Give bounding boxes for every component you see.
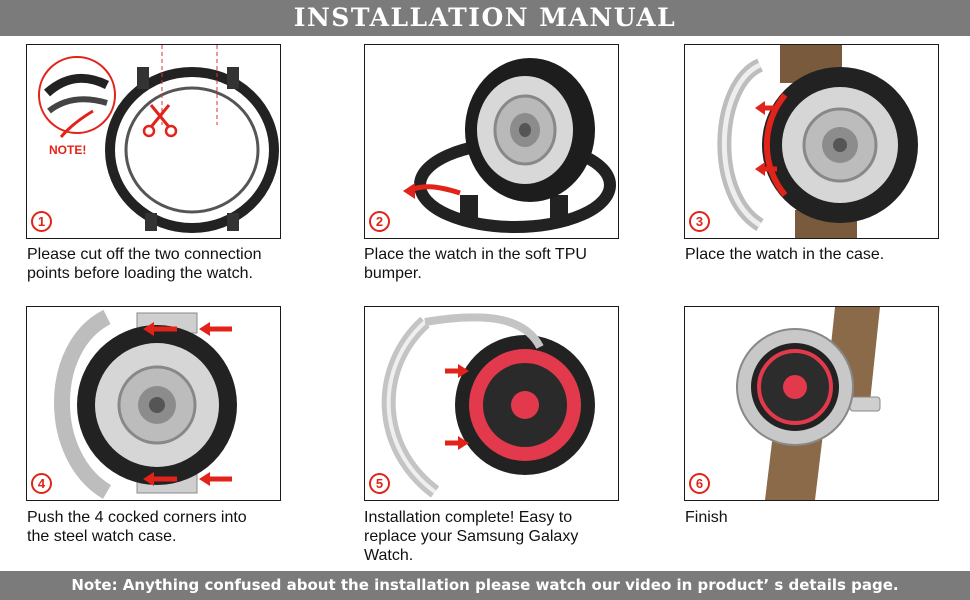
push-corners-illustration: [54, 309, 237, 499]
note-callout: NOTE!: [49, 143, 87, 157]
caption-line: points before loading the watch.: [27, 265, 253, 282]
caption-line: the steel watch case.: [27, 528, 177, 545]
watch-into-case-illustration: [717, 45, 918, 238]
step-2-image: 2: [364, 44, 619, 239]
arrow-icon: [755, 101, 777, 115]
step-1-caption: Please cut off the two connection points…: [27, 245, 302, 283]
step-number-badge: 4: [31, 473, 52, 494]
step-5-image: 5: [364, 306, 619, 501]
step-3-caption: Place the watch in the case.: [685, 245, 960, 264]
caption-line: Watch.: [364, 547, 414, 564]
step-number-badge: 3: [689, 211, 710, 232]
caption-line: Finish: [685, 509, 728, 526]
step-6-caption: Finish: [685, 508, 960, 527]
step-1-image: NOTE! 1: [26, 44, 281, 239]
caption-line: replace your Samsung Galaxy: [364, 528, 579, 545]
header-banner: [0, 0, 970, 36]
arrow-icon: [755, 162, 777, 176]
arrow-icon: [143, 472, 177, 486]
installation-complete-illustration: [381, 313, 595, 498]
watch-icon: [465, 58, 595, 202]
caption-line: Place the watch in the case.: [685, 246, 885, 263]
bumper-cut-illustration: [38, 45, 279, 233]
watch-icon: [455, 335, 595, 475]
watch-icon: [736, 328, 854, 446]
arrow-icon: [199, 322, 232, 336]
caption-line: Please cut off the two connection: [27, 246, 262, 263]
footer-banner: [0, 571, 970, 600]
watch-icon: [762, 67, 918, 223]
step-number-badge: 1: [31, 211, 52, 232]
step-4-caption: Push the 4 cocked corners into the steel…: [27, 508, 302, 546]
watch-into-bumper-illustration: [403, 58, 616, 233]
step-6-image: 6: [684, 306, 939, 501]
step-number-badge: 6: [689, 473, 710, 494]
watch-icon: [77, 325, 237, 485]
caption-line: Place the watch in the soft TPU: [364, 246, 587, 263]
caption-line: Push the 4 cocked corners into: [27, 509, 247, 526]
step-3-image: 3: [684, 44, 939, 239]
arrow-icon: [445, 436, 469, 450]
step-number-badge: 5: [369, 473, 390, 494]
page-title: INSTALLATION MANUAL: [293, 3, 677, 32]
step-2-caption: Place the watch in the soft TPU bumper.: [364, 245, 639, 283]
arrow-icon: [199, 472, 232, 486]
step-4-image: 4: [26, 306, 281, 501]
caption-line: bumper.: [364, 265, 422, 282]
finished-watch-illustration: [736, 307, 881, 500]
footer-note: Note: Anything confused about the instal…: [71, 576, 899, 594]
arrow-icon: [403, 183, 415, 199]
arrow-icon: [143, 322, 177, 336]
step-5-caption: Installation complete! Easy to replace y…: [364, 508, 639, 565]
caption-line: Installation complete! Easy to: [364, 509, 573, 526]
arrow-icon: [445, 364, 469, 378]
scissors-icon: [142, 104, 178, 138]
step-number-badge: 2: [369, 211, 390, 232]
